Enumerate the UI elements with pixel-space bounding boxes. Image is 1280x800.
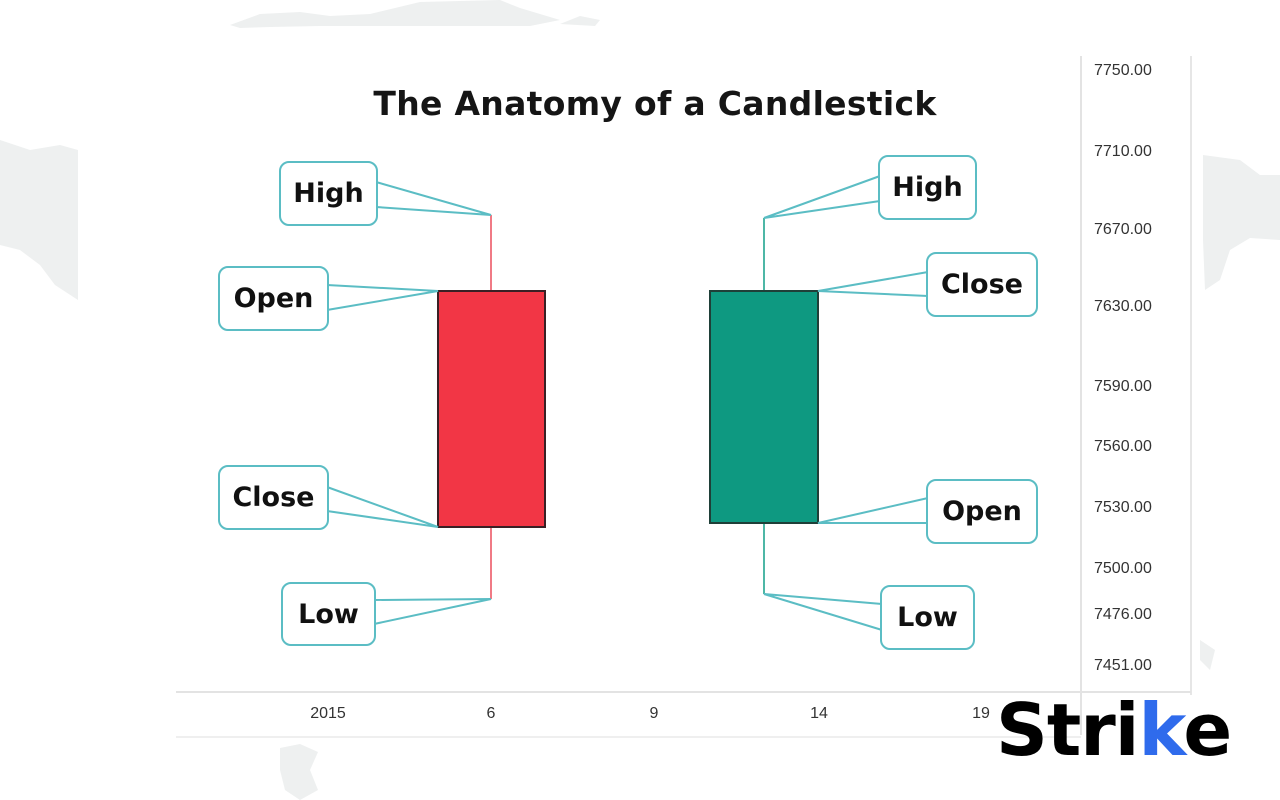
- price-tick: 7710.00: [1094, 143, 1152, 160]
- price-tick: 7630.00: [1094, 298, 1152, 315]
- chart-title: The Anatomy of a Candlestick: [373, 84, 937, 123]
- callout-green-low: Low: [880, 585, 975, 650]
- price-tick: 7530.00: [1094, 499, 1152, 516]
- price-tick: 7590.00: [1094, 378, 1152, 395]
- time-tick: 2015: [310, 705, 346, 722]
- callout-red-high: High: [279, 161, 378, 226]
- logo-text-end: e: [1183, 688, 1232, 772]
- price-tick: 7451.00: [1094, 657, 1152, 674]
- time-tick: 6: [486, 705, 496, 722]
- callout-green-close: Close: [926, 252, 1038, 317]
- callout-red-close: Close: [218, 465, 329, 530]
- callout-red-open: Open: [218, 266, 329, 331]
- callout-green-open: Open: [926, 479, 1038, 544]
- price-tick: 7750.00: [1094, 62, 1152, 79]
- time-tick: 19: [972, 705, 990, 722]
- logo-text-main: Stri: [996, 688, 1139, 772]
- callout-red-low: Low: [281, 582, 376, 646]
- candle-body: [709, 290, 819, 524]
- time-tick: 14: [810, 705, 828, 722]
- bullish-candle: [709, 218, 819, 594]
- price-tick: 7670.00: [1094, 221, 1152, 238]
- strike-logo: Strike: [996, 688, 1232, 772]
- price-tick: 7476.00: [1094, 606, 1152, 623]
- price-tick: 7560.00: [1094, 438, 1152, 455]
- logo-accent-k: k: [1138, 688, 1184, 772]
- callout-green-high: High: [878, 155, 977, 220]
- time-tick: 9: [649, 705, 659, 722]
- price-tick: 7500.00: [1094, 560, 1152, 577]
- callout-leaders: [326, 175, 929, 631]
- candle-body: [437, 290, 546, 528]
- bearish-candle: [437, 215, 546, 599]
